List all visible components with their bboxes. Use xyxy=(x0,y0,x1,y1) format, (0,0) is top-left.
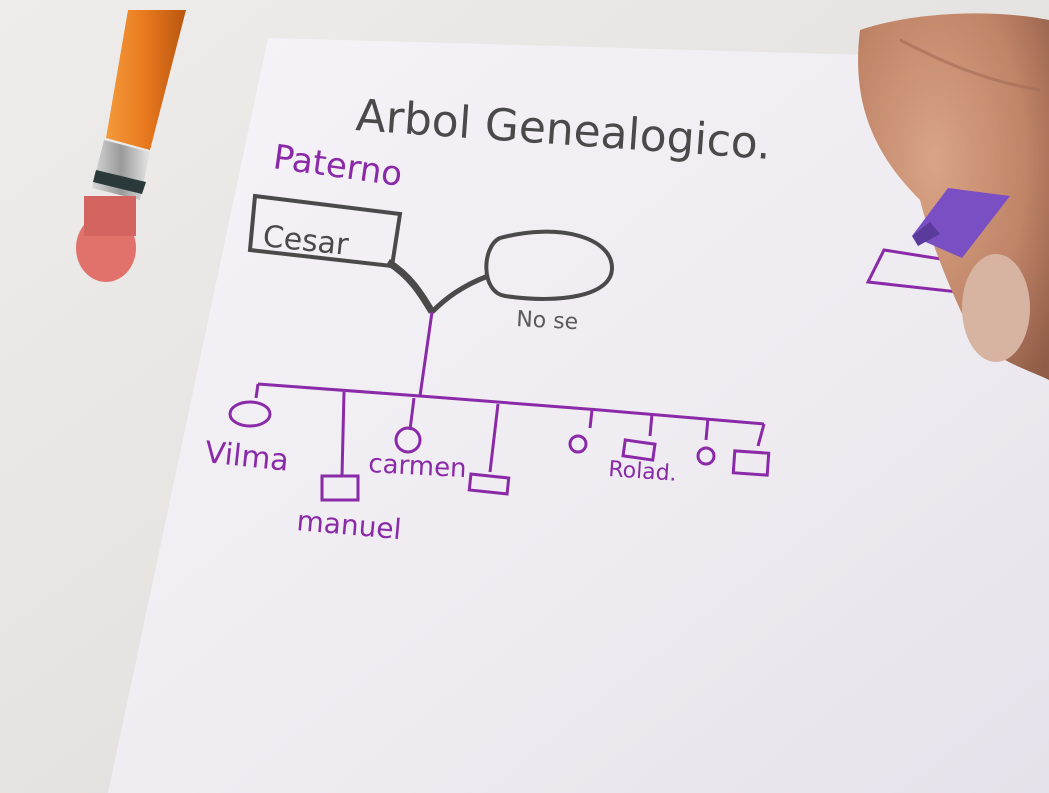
paper-sheet xyxy=(108,38,1049,793)
child-1-name: Vilma xyxy=(203,435,290,479)
child-6: Rolad. xyxy=(608,413,678,487)
mother-caption: No se xyxy=(516,307,579,335)
purple-pen xyxy=(912,188,1010,258)
marriage-line-left xyxy=(386,259,436,314)
descent-line xyxy=(418,311,434,397)
child-3: carmen xyxy=(368,397,468,484)
child-8 xyxy=(731,423,771,477)
child-5 xyxy=(568,409,594,454)
marriage-line-right xyxy=(430,273,489,314)
pencil xyxy=(76,10,186,282)
child-7 xyxy=(696,417,716,466)
child-6-name: Rolad. xyxy=(608,457,678,487)
sibling-bar xyxy=(257,382,765,426)
child-3-name: carmen xyxy=(368,449,468,484)
child-1: Vilma xyxy=(203,400,291,479)
child-4 xyxy=(467,403,511,496)
